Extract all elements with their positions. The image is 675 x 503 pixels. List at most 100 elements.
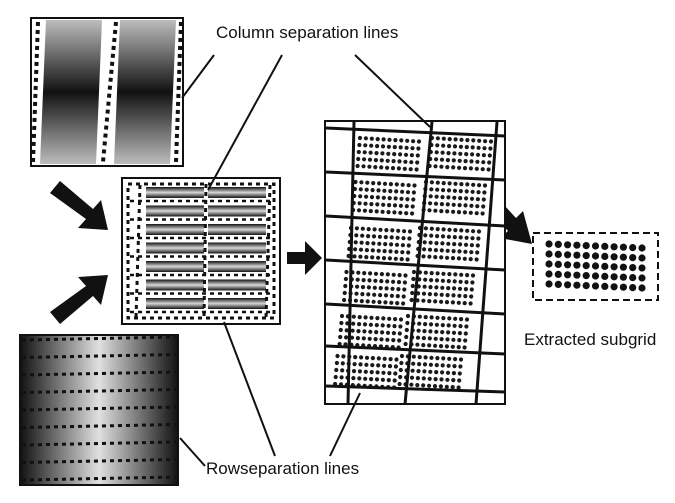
array-spot	[358, 254, 363, 259]
array-spot	[396, 287, 401, 292]
array-spot	[352, 362, 357, 367]
array-spot	[362, 322, 368, 327]
array-spot	[404, 211, 409, 216]
array-spot	[463, 294, 468, 299]
array-spot	[456, 256, 461, 261]
array-spot	[488, 139, 494, 144]
row-separation-line	[21, 458, 177, 464]
subgrid-spot	[573, 241, 581, 249]
array-spot	[457, 293, 462, 298]
array-spot	[376, 356, 381, 361]
array-spot	[441, 316, 446, 321]
subgrid-spot	[619, 263, 628, 271]
array-spot	[427, 299, 432, 304]
array-spot	[370, 363, 375, 368]
subgrid-spot	[564, 261, 572, 269]
array-spot	[407, 236, 412, 241]
subgrid-spot	[564, 251, 572, 259]
array-spot	[357, 315, 362, 320]
array-spot	[371, 299, 376, 304]
array-spot	[362, 157, 367, 162]
array-spot	[404, 327, 409, 333]
array-spot	[385, 330, 391, 335]
array-spot	[392, 210, 397, 215]
array-spot	[434, 157, 439, 162]
array-spot	[382, 188, 387, 193]
array-spot	[440, 150, 445, 155]
array-spot	[445, 165, 450, 170]
array-spot	[402, 229, 407, 234]
array-spot	[334, 367, 339, 373]
array-spot	[457, 286, 463, 291]
array-spot	[434, 329, 439, 334]
array-spot	[470, 236, 475, 241]
array-spot	[360, 285, 366, 290]
array-spot	[450, 385, 455, 390]
subgrid-spot	[629, 244, 637, 252]
array-spot	[340, 361, 345, 366]
array-spot	[380, 330, 385, 335]
array-spot	[381, 195, 386, 200]
array-spot	[433, 377, 438, 382]
array-spot	[405, 320, 410, 326]
array-spot	[457, 165, 462, 170]
array-spot	[387, 371, 392, 376]
array-spot	[400, 243, 405, 248]
array-spot	[439, 157, 445, 162]
array-spot	[334, 360, 339, 366]
array-spot	[410, 283, 415, 289]
array-spot	[394, 357, 399, 362]
array-spot	[453, 137, 458, 142]
array-spot	[440, 330, 445, 335]
array-spot	[373, 165, 378, 170]
array-spot	[444, 344, 449, 349]
array-spot	[366, 285, 371, 290]
subgrid-spot	[591, 282, 600, 290]
array-spot	[468, 166, 473, 171]
array-spot	[422, 240, 427, 245]
array-spot	[421, 343, 426, 348]
array-spot	[389, 235, 394, 240]
subgrid-spot	[573, 251, 581, 259]
array-spot	[392, 152, 397, 157]
array-spot	[366, 292, 371, 297]
array-spot	[403, 341, 408, 347]
array-spot	[370, 248, 375, 253]
array-spot	[351, 314, 356, 319]
array-spot	[463, 242, 469, 247]
array-spot	[447, 227, 452, 232]
array-spot	[378, 286, 383, 291]
array-spot	[441, 271, 446, 276]
array-spot	[396, 166, 401, 171]
array-spot	[463, 338, 468, 343]
array-spot	[453, 181, 458, 186]
array-spot	[476, 236, 481, 241]
array-spot	[474, 211, 479, 216]
array-spot	[422, 362, 428, 367]
array-spot	[388, 189, 393, 194]
array-spot	[344, 269, 349, 275]
array-spot	[482, 183, 488, 188]
subgrid-spot	[601, 262, 609, 270]
array-spot	[421, 336, 426, 341]
array-spot	[369, 202, 374, 207]
array-spot	[456, 385, 461, 390]
array-spot	[405, 257, 410, 262]
column-profile-panel	[30, 17, 184, 167]
array-spot	[458, 364, 463, 369]
array-spot	[463, 331, 468, 336]
array-spot	[353, 247, 358, 252]
array-spot	[377, 234, 382, 239]
tilted-array-panel	[324, 120, 506, 405]
array-spot	[383, 300, 388, 305]
array-spot	[338, 334, 343, 340]
array-spot	[410, 204, 415, 209]
array-spot	[384, 286, 389, 291]
array-spot	[388, 357, 393, 362]
array-spot	[439, 337, 444, 342]
array-spot	[453, 228, 458, 233]
array-spot	[410, 368, 415, 373]
array-spot	[412, 183, 417, 188]
array-spot	[429, 180, 434, 185]
array-spot	[378, 227, 383, 232]
